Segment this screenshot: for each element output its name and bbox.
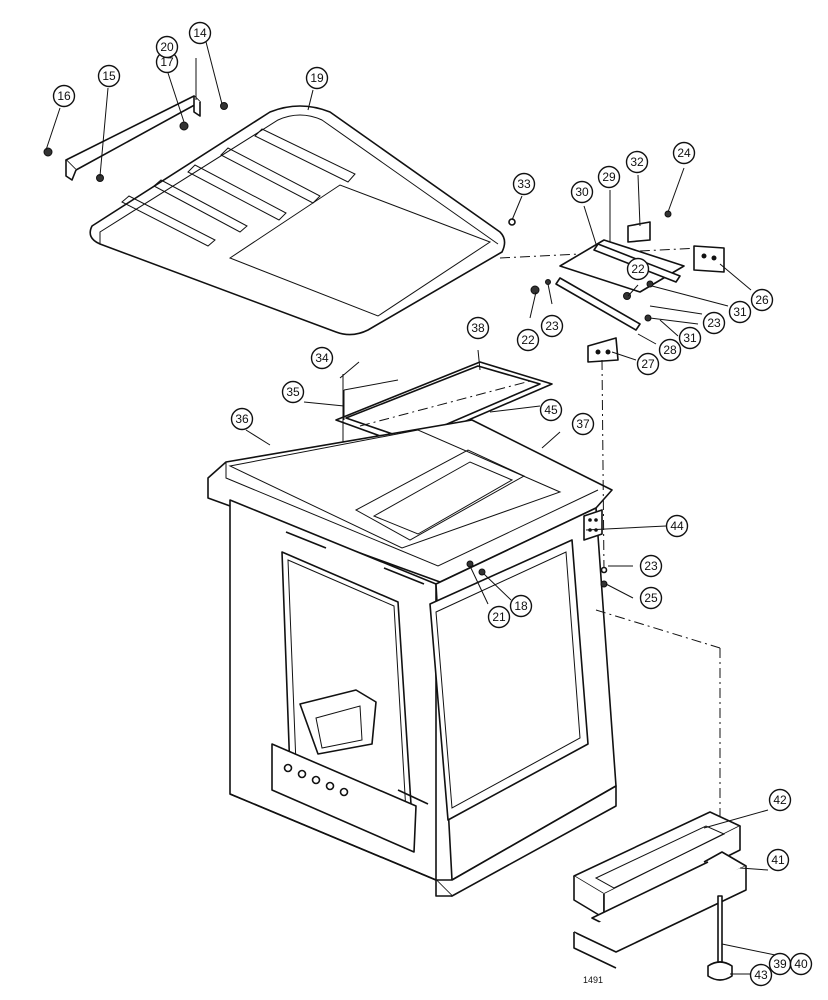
svg-text:14: 14 <box>193 26 207 40</box>
callout-32: 32 <box>625 150 649 174</box>
svg-text:31: 31 <box>683 331 697 345</box>
svg-text:18: 18 <box>514 599 528 613</box>
callout-22b: 22 <box>516 328 540 352</box>
callout-36: 36 <box>230 407 254 431</box>
callout-23a: 23 <box>540 314 564 338</box>
roof-bracket <box>43 95 228 182</box>
callout-27: 27 <box>636 352 660 376</box>
svg-text:28: 28 <box>663 343 677 357</box>
svg-text:45: 45 <box>544 403 558 417</box>
callout-31a: 31 <box>728 300 752 324</box>
callout-38: 38 <box>466 316 490 340</box>
callout-39: 39 <box>768 952 792 976</box>
callout-40: 40 <box>789 952 813 976</box>
callout-33: 33 <box>512 172 536 196</box>
svg-text:30: 30 <box>575 185 589 199</box>
callouts: 14 15 16 17 18 19 20 21 22 22 23 23 23 2… <box>52 21 813 987</box>
callout-35: 35 <box>281 380 305 404</box>
callout-15: 15 <box>97 64 121 88</box>
callout-16: 16 <box>52 84 76 108</box>
callout-24: 24 <box>672 141 696 165</box>
callout-14: 14 <box>188 21 212 45</box>
callout-20: 20 <box>155 35 179 59</box>
callout-37: 37 <box>571 412 595 436</box>
svg-text:23: 23 <box>545 319 559 333</box>
svg-text:33: 33 <box>517 177 531 191</box>
cab-body <box>207 419 617 897</box>
callout-18: 18 <box>509 594 533 618</box>
callout-30: 30 <box>570 180 594 204</box>
svg-text:41: 41 <box>771 853 785 867</box>
svg-text:44: 44 <box>670 519 684 533</box>
svg-text:35: 35 <box>286 385 300 399</box>
svg-text:17: 17 <box>160 55 174 69</box>
battery-box-parts <box>573 811 747 981</box>
svg-text:37: 37 <box>576 417 590 431</box>
callout-25: 25 <box>639 586 663 610</box>
callout-41: 41 <box>766 848 790 872</box>
svg-text:23: 23 <box>707 316 721 330</box>
svg-text:25: 25 <box>644 591 658 605</box>
svg-text:43: 43 <box>754 968 768 982</box>
svg-text:27: 27 <box>641 357 655 371</box>
callout-43: 43 <box>749 963 773 987</box>
svg-text:20: 20 <box>160 40 174 54</box>
svg-text:16: 16 <box>57 89 71 103</box>
callout-22a: 22 <box>626 257 650 281</box>
leader-lines <box>45 37 781 975</box>
callout-29: 29 <box>597 165 621 189</box>
svg-text:22: 22 <box>631 262 645 276</box>
svg-text:36: 36 <box>235 412 249 426</box>
svg-text:40: 40 <box>794 957 808 971</box>
callout-23b: 23 <box>702 311 726 335</box>
svg-text:24: 24 <box>677 146 691 160</box>
svg-text:19: 19 <box>310 71 324 85</box>
svg-text:23: 23 <box>644 559 658 573</box>
drawing-number: 1491 <box>583 975 604 985</box>
svg-text:32: 32 <box>630 155 644 169</box>
svg-text:34: 34 <box>315 351 329 365</box>
roof-panel <box>89 105 506 336</box>
svg-text:22: 22 <box>521 333 535 347</box>
callout-26: 26 <box>750 288 774 312</box>
callout-31b: 31 <box>678 326 702 350</box>
callout-19: 19 <box>305 66 329 90</box>
callout-28: 28 <box>658 338 682 362</box>
svg-text:26: 26 <box>755 293 769 307</box>
callout-44: 44 <box>665 514 689 538</box>
callout-34: 34 <box>310 346 334 370</box>
svg-text:29: 29 <box>602 170 616 184</box>
svg-text:42: 42 <box>773 793 787 807</box>
svg-text:38: 38 <box>471 321 485 335</box>
svg-text:39: 39 <box>773 957 787 971</box>
callout-42: 42 <box>768 788 792 812</box>
callout-21: 21 <box>487 605 511 629</box>
svg-text:21: 21 <box>492 610 506 624</box>
roof-hatch-plates <box>335 361 553 510</box>
svg-text:15: 15 <box>102 69 116 83</box>
callout-23c: 23 <box>639 554 663 578</box>
svg-text:31: 31 <box>733 305 747 319</box>
callout-45: 45 <box>539 398 563 422</box>
